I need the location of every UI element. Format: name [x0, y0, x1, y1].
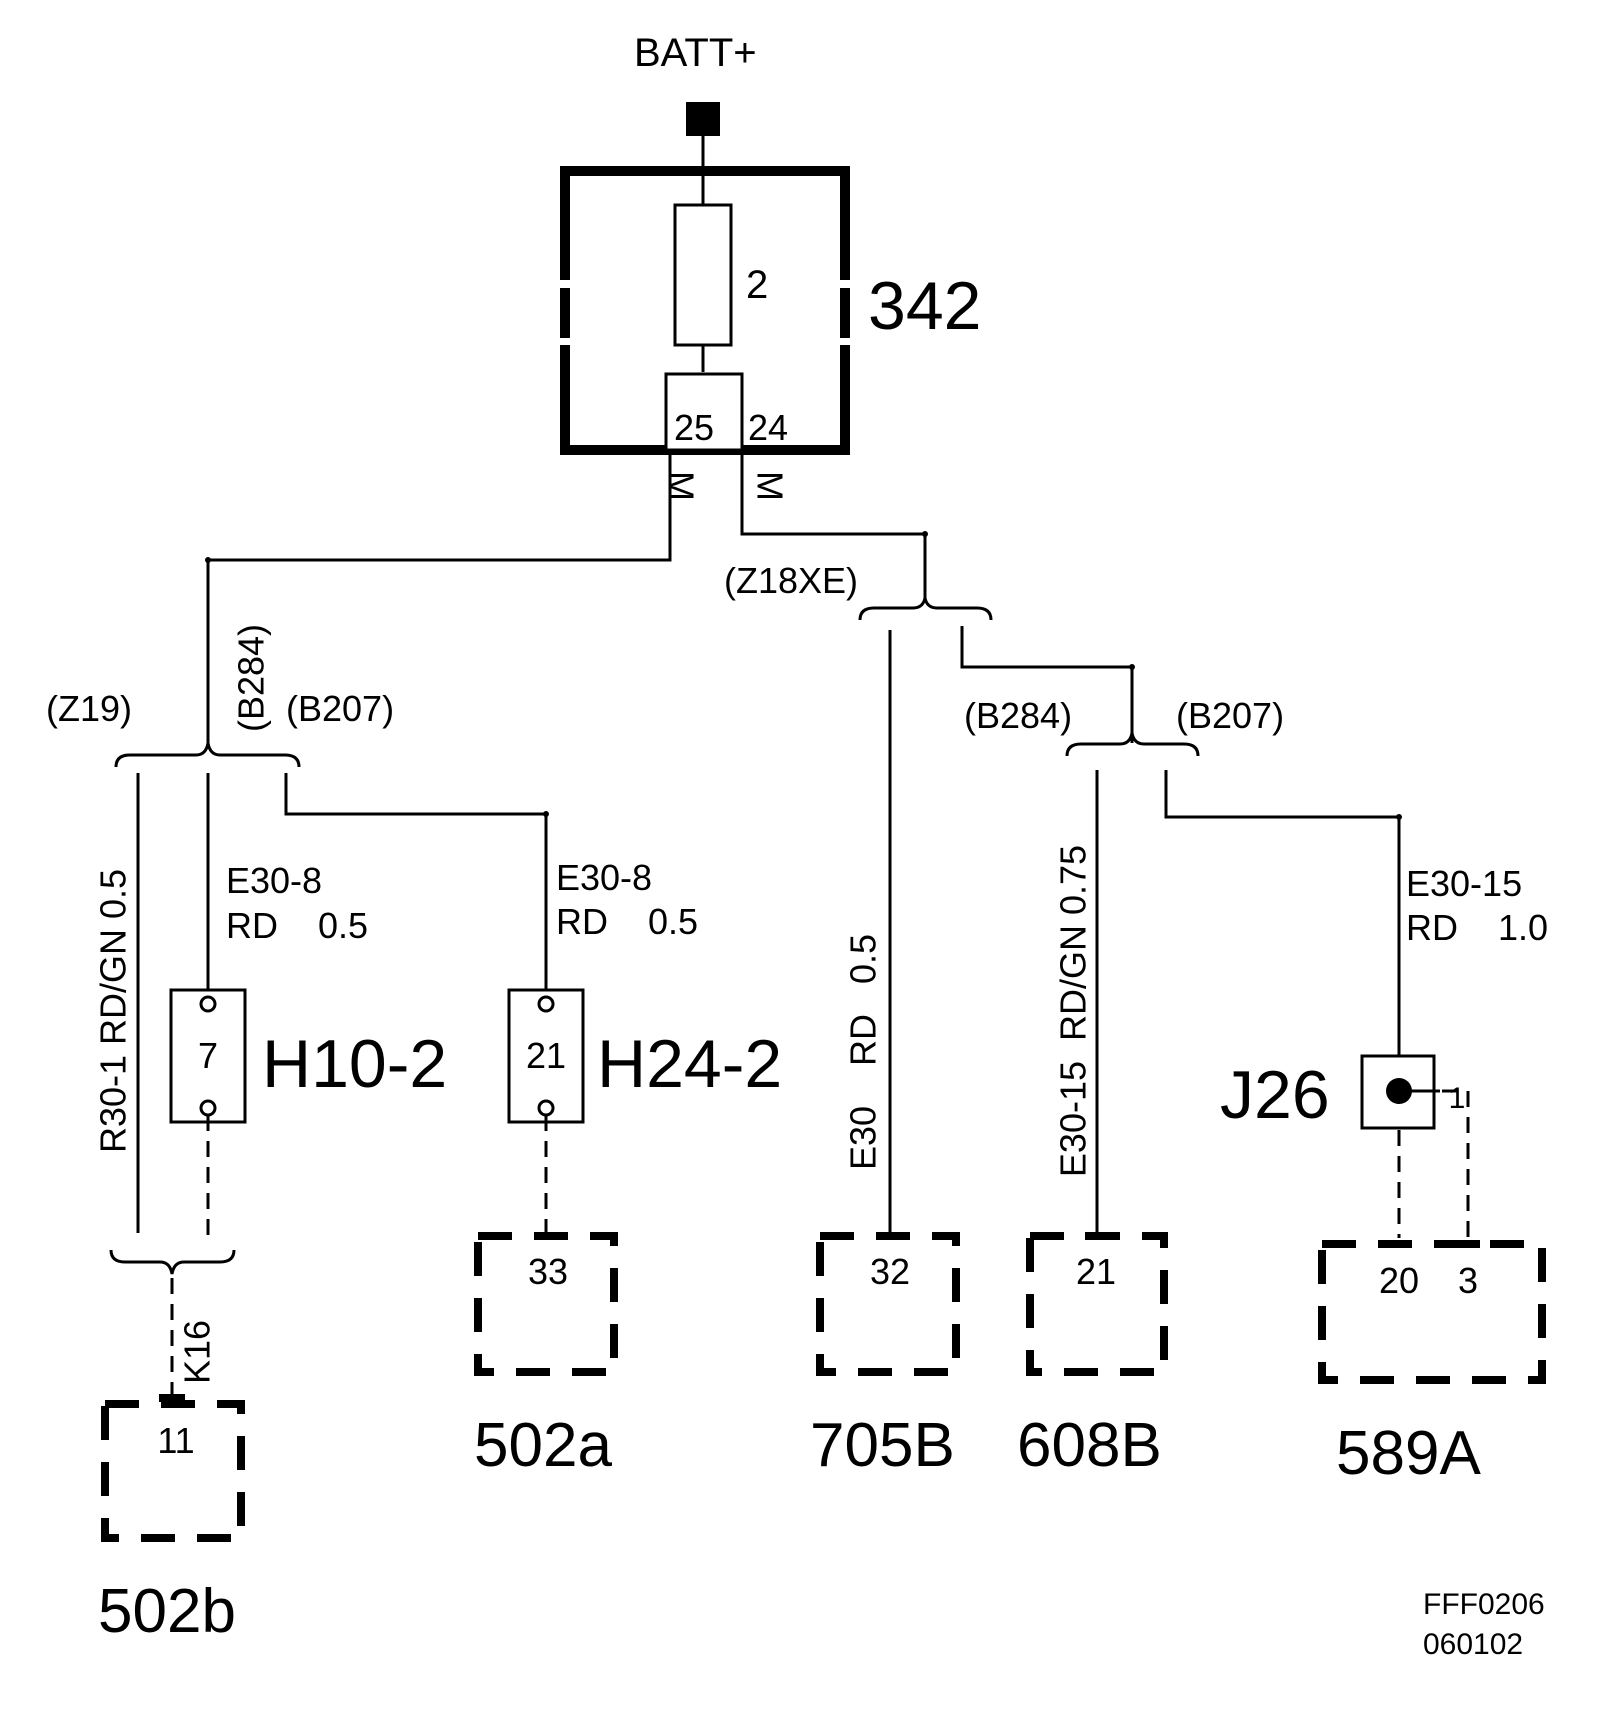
wire-label-r30-1: R30-1 RD/GN 0.5	[93, 869, 134, 1153]
component-705b-id: 705B	[810, 1411, 955, 1480]
splice-j26: J26 1	[1220, 1054, 1466, 1133]
component-608b: 21 608B	[1017, 1232, 1168, 1480]
component-502a: 33 502a	[474, 1232, 618, 1480]
splice-j26-id: J26	[1220, 1057, 1330, 1133]
connector-h10-2: 7 H10-2	[169, 988, 447, 1124]
component-589a: 20 3 589A	[1318, 1240, 1546, 1488]
wire-e30-15-j26	[1164, 770, 1401, 1091]
wire-label-e30: E30 RD 0.5	[843, 934, 884, 1170]
fuse-symbol	[673, 203, 733, 347]
fuse-pin-left: 25	[674, 407, 714, 448]
ground-marker-left: M	[660, 471, 701, 501]
wire-j26-to-589a-pin3	[1442, 1089, 1470, 1238]
wire-pin24-branch	[740, 452, 927, 598]
wire-label-k16: K16	[177, 1320, 218, 1384]
component-705b: 32 705B	[810, 1232, 960, 1480]
splice-j26-pin: 1	[1449, 1082, 1466, 1115]
connector-h24-2: 21 H24-2	[507, 988, 782, 1124]
component-608b-pin: 21	[1076, 1251, 1116, 1292]
wire-code-h24: E30-8	[556, 857, 652, 898]
variant-b207-left: (B207)	[286, 688, 394, 729]
wire-label-e30-15: E30-15 RD/GN 0.75	[1053, 845, 1094, 1177]
connector-h24-pin: 21	[526, 1035, 566, 1076]
wire-code-j26: E30-15	[1406, 863, 1522, 904]
fuse-box-342: 2 342 25 24	[560, 166, 981, 455]
component-589a-pin-20: 20	[1379, 1260, 1419, 1301]
batt-plus-label: BATT+	[634, 31, 757, 75]
variant-b284-left: (B284)	[231, 624, 272, 732]
wire-pin25-branch	[206, 452, 672, 743]
variant-brace-502b	[109, 1249, 236, 1275]
connector-h24-id: H24-2	[597, 1026, 782, 1102]
variant-b284-right: (B284)	[964, 695, 1072, 736]
component-502a-pin: 33	[528, 1251, 568, 1292]
fuse-pin-right: 24	[748, 407, 788, 448]
component-589a-pin-3: 3	[1458, 1260, 1478, 1301]
component-608b-id: 608B	[1017, 1411, 1162, 1480]
connector-h10-pin: 7	[198, 1035, 218, 1076]
variant-brace-right	[1065, 732, 1200, 757]
wire-code-h10: E30-8	[226, 860, 322, 901]
wire-spec-j26: RD 1.0	[1406, 907, 1548, 948]
variant-z18xe: (Z18XE)	[724, 560, 858, 601]
footer-code: FFF0206	[1423, 1588, 1545, 1621]
component-502b-pin: 11	[157, 1420, 194, 1461]
component-502a-id: 502a	[474, 1411, 612, 1480]
component-705b-pin: 32	[870, 1251, 910, 1292]
wire-e30-8-h24	[284, 773, 548, 990]
batt-plus-terminal	[686, 102, 720, 136]
footer-date: 060102	[1423, 1628, 1523, 1661]
connector-h10-id: H10-2	[262, 1026, 447, 1102]
component-502b: 11 502b	[98, 1394, 245, 1646]
component-502b-id: 502b	[98, 1577, 236, 1646]
variant-brace-z18xe	[858, 597, 993, 621]
fuse-box-id: 342	[868, 268, 981, 344]
variant-brace-left	[114, 742, 301, 768]
variant-z19: (Z19)	[46, 688, 132, 729]
fuse-pin-box	[664, 372, 744, 452]
variant-b207-right: (B207)	[1176, 695, 1284, 736]
fuse-number: 2	[746, 263, 768, 307]
component-589a-id: 589A	[1336, 1419, 1481, 1488]
wire-right-sub-branch	[960, 626, 1134, 743]
wire-spec-h10: RD 0.5	[226, 905, 368, 946]
ground-marker-right: M	[749, 471, 790, 501]
wire-spec-h24: RD 0.5	[556, 901, 698, 942]
